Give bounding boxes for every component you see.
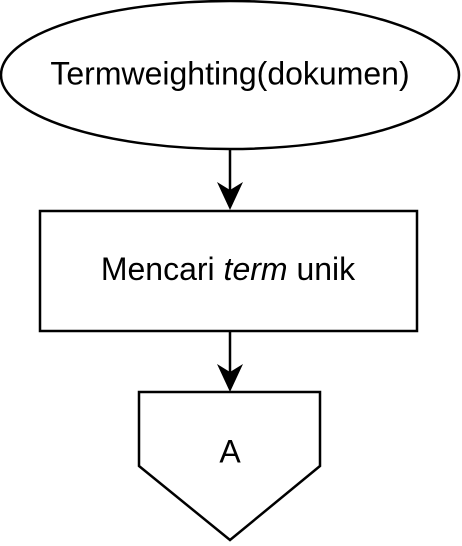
process-label-italic: term — [224, 251, 288, 287]
arrow-process-to-connector-head — [217, 364, 243, 392]
process-node-label: Mencari term unik — [101, 251, 356, 287]
process-label-part-2: unik — [288, 251, 357, 287]
arrow-process-to-connector — [217, 331, 243, 392]
connector-node-label: A — [219, 433, 241, 469]
process-label-part-1: Mencari — [101, 251, 224, 287]
arrow-start-to-process-head — [217, 182, 243, 210]
process-node: Mencari term unik — [38, 209, 419, 333]
connector-node: A — [137, 390, 322, 542]
connector-node-shape — [137, 390, 322, 542]
arrow-start-to-process — [217, 149, 243, 210]
process-node-shape — [38, 209, 419, 333]
start-node-label: Termweighting(dokumen) — [50, 55, 409, 91]
start-node: Termweighting(dokumen) — [0, 0, 461, 151]
